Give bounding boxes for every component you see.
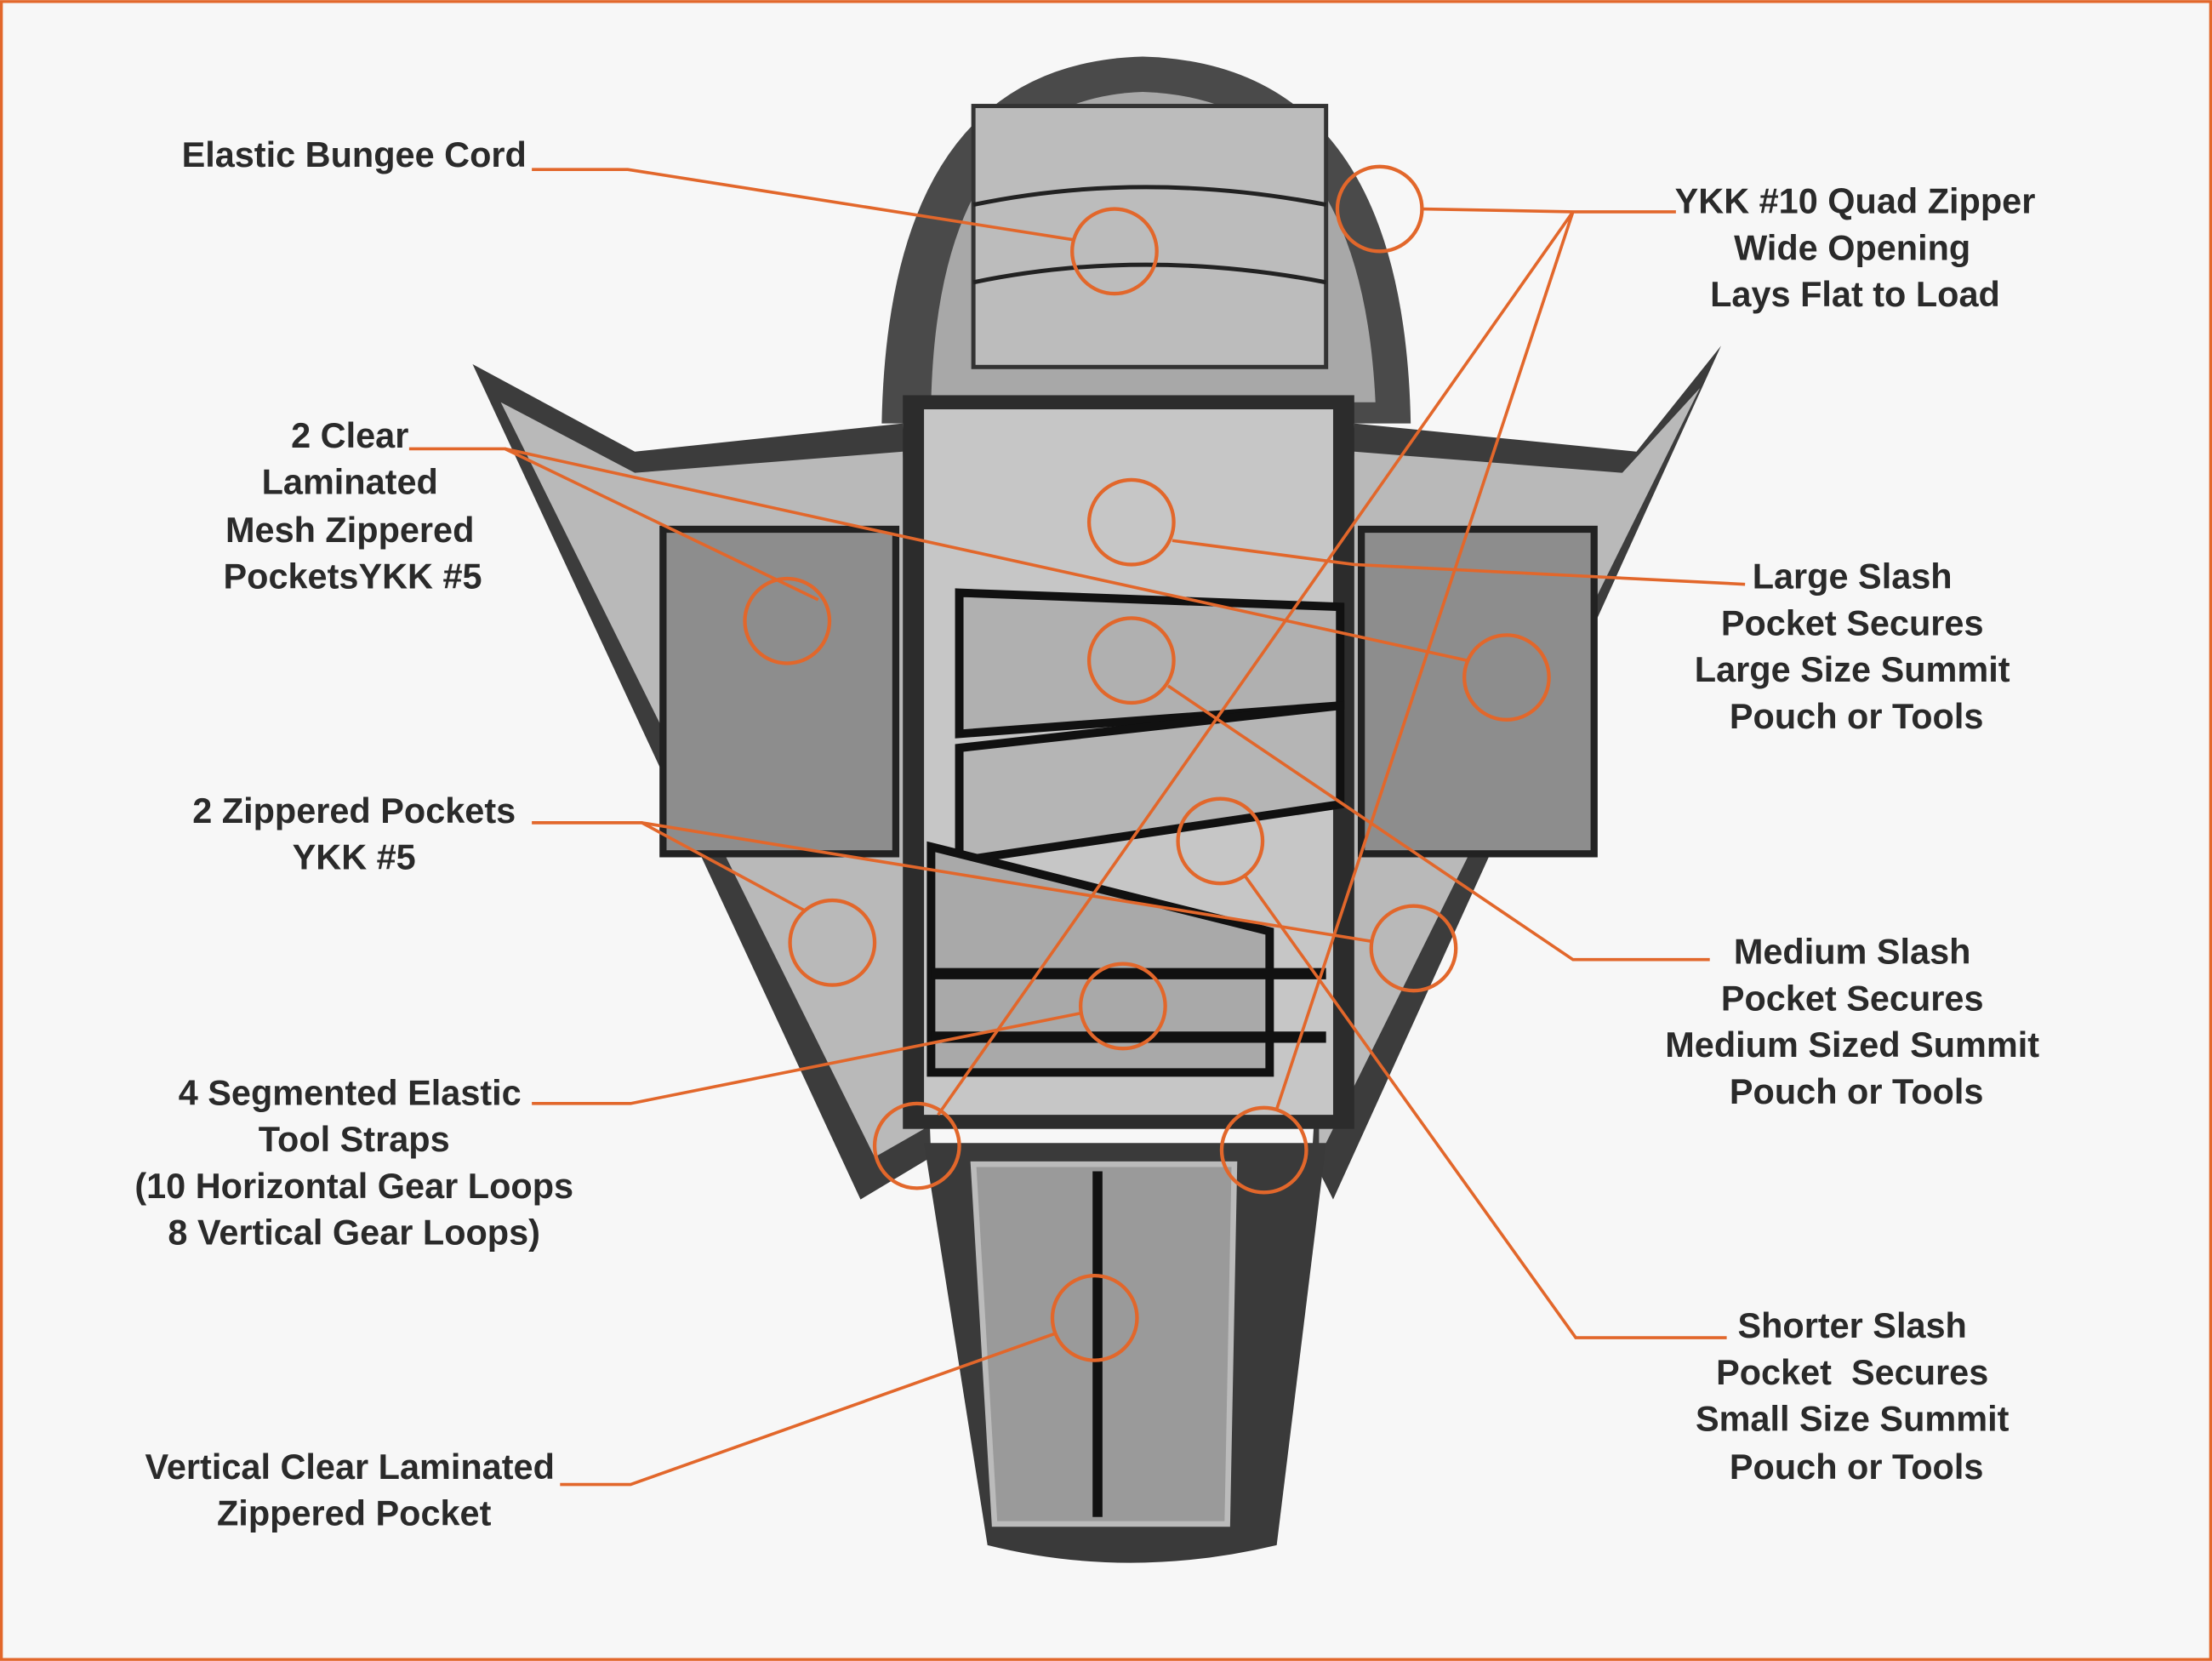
label-large-4: Pouch or Tools: [1730, 696, 1984, 736]
straps-marker: [1078, 962, 1167, 1051]
left-mesh-pocket: [659, 525, 900, 858]
label-straps-2: Tool Straps: [259, 1119, 450, 1159]
zip-marker-left: [788, 898, 877, 987]
large-leader: [1172, 539, 1746, 586]
quad-marker-top: [1335, 164, 1424, 254]
label-straps-4: 8 Vertical Gear Loops): [168, 1213, 540, 1253]
label-quad-3: Lays Flat to Load: [1710, 274, 2000, 314]
mesh-leader-right: [505, 447, 1468, 662]
vertical-marker: [1050, 1273, 1139, 1362]
short-leader: [1243, 874, 1727, 1339]
bungee-leader: [532, 168, 1075, 242]
quad-leader-left: [937, 210, 1575, 1116]
label-medium-4: Pouch or Tools: [1730, 1071, 1984, 1111]
label-medium-2: Pocket Secures: [1721, 978, 1984, 1018]
shorter-slash-pocket: [926, 841, 1274, 1077]
label-medium-3: Medium Sized Summit: [1665, 1025, 2039, 1065]
label-straps-1: 4 Segmented Elastic: [179, 1073, 522, 1113]
label-short-4: Pouch or Tools: [1730, 1447, 1984, 1487]
right-mesh-pocket: [1357, 525, 1598, 858]
label-short-3: Small Size Summit: [1696, 1399, 2010, 1439]
label-mesh-4: PocketsYKK #5: [224, 557, 482, 596]
label-vertical-1: Vertical Clear Laminated: [145, 1447, 555, 1487]
bungee-marker: [1070, 207, 1159, 296]
short-marker: [1176, 796, 1265, 886]
medium-slash-pocket: [955, 700, 1345, 866]
label-large-2: Pocket Secures: [1721, 602, 1984, 642]
mesh-marker-right: [1462, 633, 1551, 722]
mesh-marker-left: [743, 576, 832, 665]
large-marker: [1086, 477, 1176, 567]
label-short-1: Shorter Slash: [1737, 1305, 1966, 1345]
callout-labels: Elastic Bungee Cord 2 Clear Laminated Me…: [134, 134, 2039, 1533]
label-quad-2: Wide Opening: [1734, 227, 1970, 267]
zip-leader-right: [641, 821, 1372, 943]
straps-leader: [532, 1011, 1081, 1105]
label-mesh-3: Mesh Zippered: [225, 510, 474, 550]
label-zip-2: YKK #5: [293, 837, 416, 877]
label-straps-3: (10 Horizontal Gear Loops: [134, 1166, 573, 1206]
label-mesh-2: Laminated: [262, 462, 438, 502]
quad-marker-left: [872, 1101, 961, 1190]
quad-marker-right: [1219, 1105, 1308, 1195]
callout-lines: [408, 164, 1746, 1487]
medium-marker: [1086, 616, 1176, 705]
bungee-cord: [972, 185, 1327, 285]
label-mesh-1: 2 Clear: [291, 415, 408, 455]
vertical-leader: [560, 1332, 1056, 1487]
label-bungee: Elastic Bungee Cord: [182, 134, 527, 174]
label-zip-1: 2 Zippered Pockets: [192, 791, 516, 830]
medium-leader: [1166, 684, 1710, 962]
label-large-1: Large Slash: [1753, 557, 1953, 596]
quad-leader-right: [1274, 211, 1575, 1110]
vertical-clear-pocket: [970, 1161, 1238, 1527]
elastic-tool-straps: [931, 967, 1326, 1043]
label-medium-1: Medium Slash: [1734, 932, 1971, 972]
zip-marker-right: [1369, 904, 1458, 993]
lid-pocket: [971, 104, 1329, 369]
label-vertical-2: Zippered Pocket: [217, 1493, 492, 1533]
label-large-3: Large Size Summit: [1695, 649, 2010, 689]
label-quad-1: YKK #10 Quad Zipper: [1675, 181, 2036, 221]
label-short-2: Pocket Secures: [1716, 1352, 1988, 1392]
